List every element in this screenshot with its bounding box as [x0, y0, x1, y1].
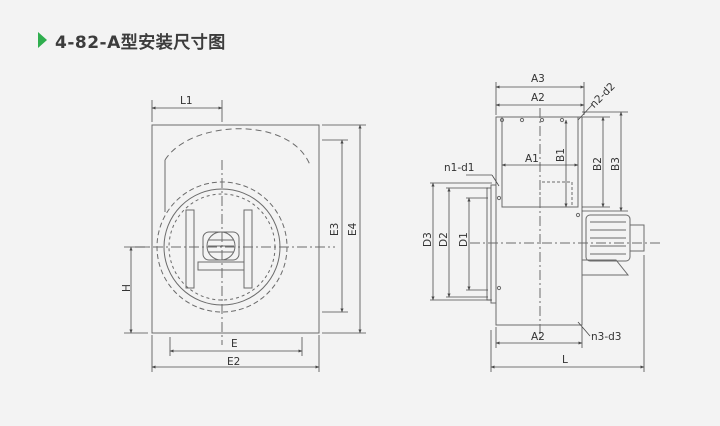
label-D2: D2	[438, 232, 450, 247]
label-E3: E3	[329, 223, 341, 236]
front-dimensions	[124, 100, 366, 372]
label-E: E	[231, 338, 238, 350]
label-n3-d3: n3-d3	[591, 331, 621, 343]
label-B1: B1	[555, 148, 567, 162]
label-L1: L1	[180, 95, 193, 107]
label-D1: D1	[458, 232, 470, 247]
side-inlet-flange	[490, 184, 497, 304]
side-view	[470, 108, 660, 340]
label-A3: A3	[531, 73, 545, 85]
label-E2: E2	[227, 356, 240, 368]
label-E4: E4	[347, 222, 359, 236]
side-housing	[495, 116, 583, 326]
front-bracket-left	[185, 209, 195, 289]
front-scroll-casing	[164, 128, 311, 166]
side-dimensions	[430, 82, 645, 372]
diagram-title: 4-82-A型安装尺寸图	[38, 28, 226, 53]
label-A1: A1	[525, 153, 539, 165]
label-H: H	[121, 284, 133, 292]
title-arrow-icon	[38, 32, 47, 48]
label-A2-top: A2	[531, 92, 545, 104]
label-L: L	[562, 354, 568, 366]
label-n1-d1: n1-d1	[444, 162, 474, 174]
label-B3: B3	[610, 157, 622, 171]
label-B2: B2	[592, 157, 604, 171]
title-text: 4-82-A型安装尺寸图	[55, 32, 226, 53]
front-bracket-right	[243, 209, 253, 289]
label-n2-d2: n2-d2	[588, 81, 618, 111]
front-housing	[151, 124, 320, 334]
label-D3: D3	[422, 232, 434, 247]
front-view	[135, 124, 335, 345]
label-A2-bottom: A2	[531, 331, 545, 343]
